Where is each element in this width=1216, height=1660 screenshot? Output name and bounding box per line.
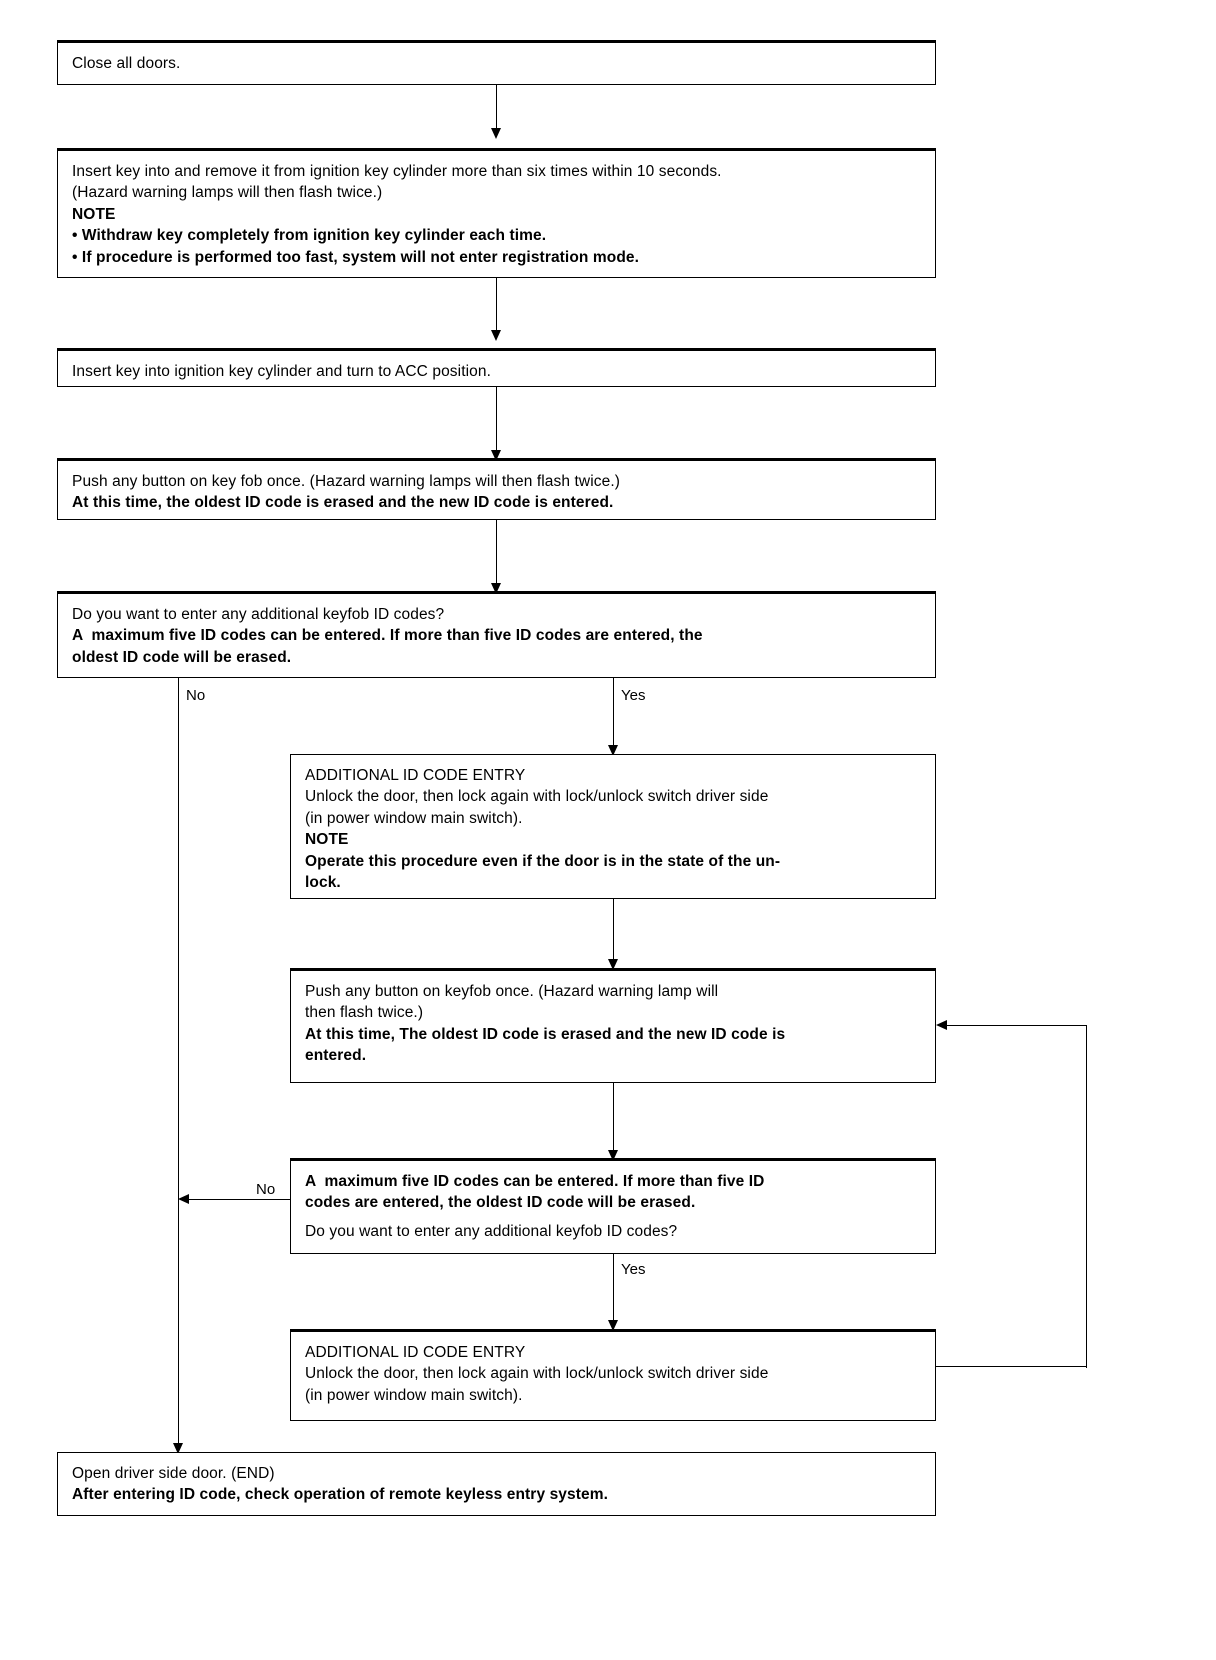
arrowhead-down — [491, 330, 501, 341]
node-additional-id-code-entry-second: ADDITIONAL ID CODE ENTRY Unlock the door… — [290, 1329, 936, 1421]
node-additional-id-code-entry-first: ADDITIONAL ID CODE ENTRY Unlock the door… — [290, 754, 936, 899]
node-turn-to-acc: Insert key into ignition key cylinder an… — [57, 348, 936, 387]
node-line: (in power window main switch). — [305, 809, 523, 827]
branch-yes-second-vertical — [613, 1254, 614, 1326]
arrowhead-down — [491, 128, 501, 139]
branch-yes-first-vertical — [613, 678, 614, 750]
node-line: Close all doors. — [72, 55, 181, 72]
node-line-bullet: • If procedure is performed too fast, sy… — [72, 248, 640, 266]
connector-push-to-decision1 — [496, 520, 497, 588]
arrowhead-down — [173, 1443, 183, 1454]
node-decision-additional-codes-first: Do you want to enter any additional keyf… — [57, 591, 936, 678]
node-line: A maximum five ID codes can be entered. … — [72, 627, 703, 645]
node-line: entered. — [305, 1047, 367, 1065]
arrowhead-left — [936, 1020, 947, 1030]
node-line: oldest ID code will be erased. — [72, 648, 292, 666]
node-line: Insert key into ignition key cylinder an… — [72, 363, 491, 380]
node-line: At this time, the oldest ID code is eras… — [72, 494, 614, 512]
node-insert-remove-key: Insert key into and remove it from ignit… — [57, 148, 936, 278]
node-line: (in power window main switch). — [305, 1386, 523, 1404]
node-close-all-doors: Close all doors. — [57, 40, 936, 85]
node-line: codes are entered, the oldest ID code wi… — [305, 1194, 696, 1212]
arrowhead-down — [608, 1150, 618, 1161]
node-line: Unlock the door, then lock again with lo… — [305, 788, 769, 806]
node-line: (Hazard warning lamps will then flash tw… — [72, 184, 383, 202]
node-line: Operate this procedure even if the door … — [305, 852, 781, 870]
connector-push2-to-decision2 — [613, 1083, 614, 1155]
node-line: At this time, The oldest ID code is eras… — [305, 1025, 786, 1043]
connector-insert-to-acc — [496, 278, 497, 335]
node-line: then flash twice.) — [305, 1004, 424, 1022]
branch-label-yes-second: Yes — [621, 1261, 646, 1278]
node-line-question: Do you want to enter any additional keyf… — [305, 1222, 678, 1240]
node-line-bullet: • Withdraw key completely from ignition … — [72, 227, 547, 245]
node-line-question: Do you want to enter any additional keyf… — [72, 606, 445, 623]
arrowhead-down — [491, 450, 501, 461]
branch-label-no-second: No — [256, 1181, 276, 1198]
node-push-button-second: Push any button on keyfob once. (Hazard … — [290, 968, 936, 1083]
node-line: After entering ID code, check operation … — [72, 1486, 608, 1504]
node-line: Push any button on key fob once. (Hazard… — [72, 473, 620, 490]
node-line-note-heading: NOTE — [72, 205, 116, 223]
loop-horizontal-bottom — [936, 1366, 1087, 1367]
connector-close-to-insert — [496, 85, 497, 133]
node-line: Push any button on keyfob once. (Hazard … — [305, 983, 719, 1000]
arrowhead-down — [608, 1320, 618, 1331]
node-decision-additional-codes-second: A maximum five ID codes can be entered. … — [290, 1158, 936, 1254]
node-open-driver-door-end: Open driver side door. (END) After enter… — [57, 1452, 936, 1516]
branch-label-yes-first: Yes — [621, 687, 646, 704]
arrowhead-down — [491, 583, 501, 594]
node-line: Unlock the door, then lock again with lo… — [305, 1365, 769, 1383]
connector-acc-to-push — [496, 387, 497, 455]
node-heading: ADDITIONAL ID CODE ENTRY — [305, 767, 526, 784]
loop-vertical-right — [1086, 1025, 1087, 1368]
arrowhead-left — [178, 1194, 189, 1204]
node-line-note-heading: NOTE — [305, 831, 349, 849]
node-line: Insert key into and remove it from ignit… — [72, 163, 722, 180]
node-push-button-first: Push any button on key fob once. (Hazard… — [57, 458, 936, 520]
connector-entry1-to-push2 — [613, 899, 614, 964]
branch-label-no-first: No — [186, 687, 206, 704]
node-line: A maximum five ID codes can be entered. … — [305, 1173, 765, 1190]
branch-no-second-horizontal — [184, 1199, 291, 1200]
branch-no-first-vertical — [178, 678, 179, 1448]
arrowhead-down — [608, 959, 618, 970]
node-line: Open driver side door. (END) — [72, 1465, 275, 1482]
node-heading: ADDITIONAL ID CODE ENTRY — [305, 1344, 526, 1361]
arrowhead-down — [608, 745, 618, 756]
loop-horizontal-top — [942, 1025, 1087, 1026]
node-line: lock. — [305, 873, 341, 891]
